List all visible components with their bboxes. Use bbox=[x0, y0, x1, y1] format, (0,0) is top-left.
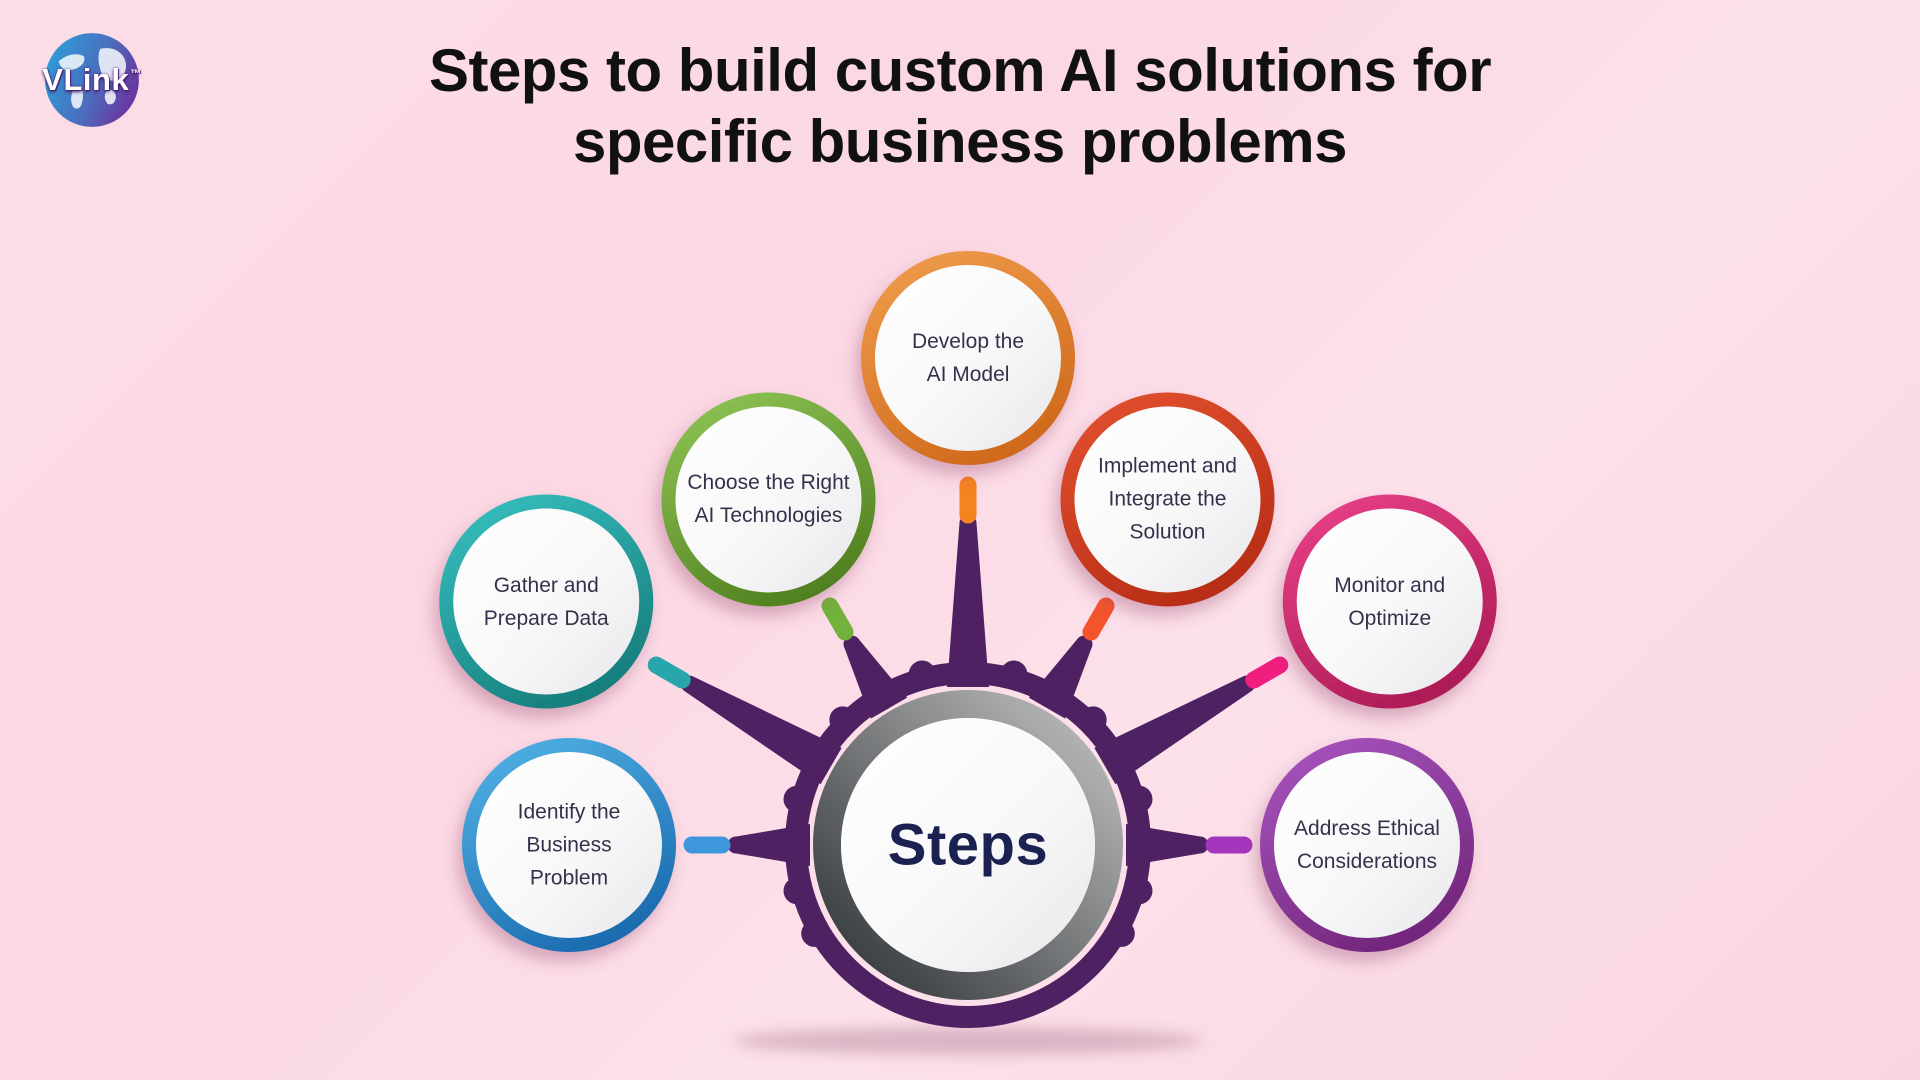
node-label-monitor-optimize: Monitor and Optimize bbox=[1334, 573, 1446, 630]
node-face-implement-integrate-solution bbox=[1074, 406, 1261, 593]
spoke-develop-ai-model bbox=[947, 514, 989, 687]
node-address-ethical-considerations bbox=[1260, 738, 1474, 952]
trademark-symbol: ™ bbox=[130, 68, 142, 80]
brand-name: VLink bbox=[42, 62, 130, 97]
dash-monitor-optimize bbox=[1245, 656, 1289, 689]
globe-icon bbox=[45, 33, 139, 127]
node-label-identify-business-problem: Identify the Business Problem bbox=[517, 800, 621, 890]
node-choose-right-ai-technologies bbox=[661, 392, 876, 607]
node-face-monitor-optimize bbox=[1296, 508, 1483, 695]
page-title: Steps to build custom AI solutions for s… bbox=[428, 37, 1492, 175]
node-identify-business-problem bbox=[462, 738, 676, 952]
node-label-address-ethical-considerations: Address Ethical Considerations bbox=[1294, 817, 1440, 873]
spoke-implement-integrate-solution bbox=[1028, 635, 1093, 719]
node-face-gather-prepare-data bbox=[453, 508, 640, 695]
node-face-identify-business-problem bbox=[476, 752, 662, 938]
spoke-monitor-optimize bbox=[1094, 675, 1256, 785]
dash-implement-integrate-solution bbox=[1082, 597, 1115, 641]
hub-ground-shadow bbox=[733, 1027, 1203, 1055]
globe-continents bbox=[58, 48, 127, 109]
hub-blob bbox=[680, 514, 1256, 1028]
hub-label: Steps bbox=[887, 812, 1049, 878]
node-label-gather-prepare-data: Gather and Prepare Data bbox=[483, 573, 609, 630]
node-gather-prepare-data bbox=[439, 494, 654, 709]
dash-gather-prepare-data bbox=[647, 656, 691, 689]
node-monitor-optimize bbox=[1282, 494, 1497, 709]
spoke-gather-prepare-data bbox=[680, 675, 842, 785]
spoke-choose-right-ai-technologies bbox=[843, 635, 908, 719]
node-label-choose-right-ai-technologies: Choose the Right AI Technologies bbox=[687, 471, 850, 528]
hub-gray-ring bbox=[813, 690, 1123, 1000]
node-implement-integrate-solution bbox=[1060, 392, 1275, 607]
node-label-implement-integrate-solution: Implement and Integrate the Solution bbox=[1098, 454, 1237, 544]
node-face-choose-right-ai-technologies bbox=[675, 406, 862, 593]
node-label-develop-ai-model: Develop the AI Model bbox=[911, 330, 1025, 386]
dash-choose-right-ai-technologies bbox=[821, 597, 854, 641]
node-develop-ai-model bbox=[861, 251, 1075, 465]
spoke-identify-business-problem bbox=[727, 824, 810, 866]
spoke-address-ethical-considerations bbox=[1126, 824, 1209, 866]
node-face-address-ethical-considerations bbox=[1274, 752, 1460, 938]
node-face-develop-ai-model bbox=[875, 265, 1061, 451]
hub-white-face bbox=[841, 718, 1095, 972]
